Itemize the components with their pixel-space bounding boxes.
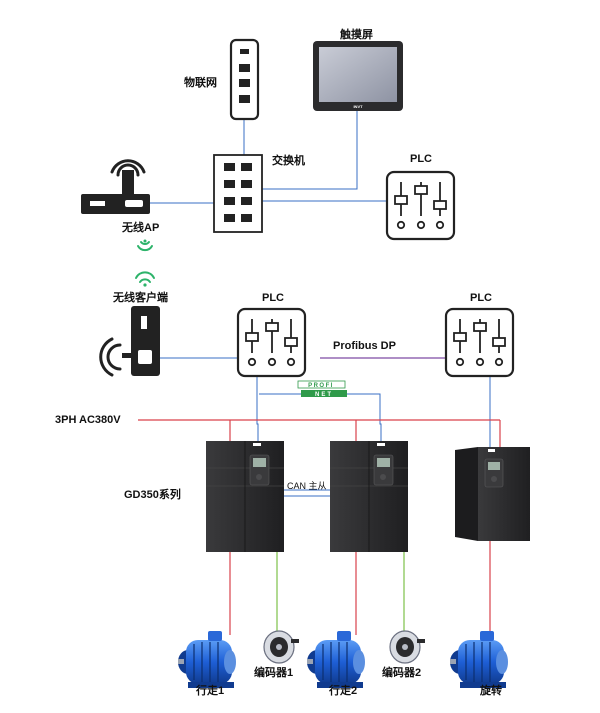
encoder-2 bbox=[389, 630, 425, 664]
wireless-ap-label: 无线AP bbox=[122, 222, 160, 234]
link-plc-drive2 bbox=[259, 393, 382, 441]
svg-text:PROFI: PROFI bbox=[308, 383, 334, 389]
plc-right-label: PLC bbox=[470, 292, 492, 304]
drive-2 bbox=[330, 441, 408, 552]
profinet-logo: PROFI NET bbox=[297, 380, 347, 398]
link-touchscreen-switch bbox=[262, 110, 358, 190]
power-lines bbox=[138, 419, 501, 635]
motor1-label: 行走1 bbox=[196, 685, 225, 697]
encoder2-label: 编码器2 bbox=[382, 667, 422, 679]
plc-left bbox=[236, 307, 307, 378]
touchscreen-label: 触摸屏 bbox=[340, 29, 373, 41]
motor-2 bbox=[307, 631, 365, 688]
drive-3 bbox=[455, 447, 530, 541]
plc-left-label: PLC bbox=[262, 292, 284, 304]
encoder-lines bbox=[276, 552, 405, 632]
motor3-label: 旋转 bbox=[480, 685, 502, 697]
plc-top-label: PLC bbox=[410, 153, 432, 165]
can-bus-lines bbox=[284, 489, 330, 497]
svg-text:NET: NET bbox=[315, 392, 333, 398]
network-switch bbox=[213, 154, 263, 233]
plc-top bbox=[385, 170, 456, 241]
switch-label: 交换机 bbox=[272, 155, 305, 167]
wireless-client bbox=[99, 306, 160, 377]
profibus-label: Profibus DP bbox=[333, 340, 396, 352]
wireless-client-label: 无线客户端 bbox=[113, 292, 168, 304]
wifi-icon bbox=[110, 159, 146, 177]
encoder-1 bbox=[263, 630, 299, 664]
power-label: 3PH AC380V bbox=[55, 414, 121, 426]
wireless-signal-icon bbox=[135, 239, 155, 287]
series-label: GD350系列 bbox=[124, 489, 181, 501]
drive-1 bbox=[206, 441, 284, 552]
touchscreen-brand: INVT bbox=[353, 104, 363, 109]
touchscreen: INVT bbox=[313, 41, 403, 111]
iot-gateway bbox=[229, 38, 260, 121]
motor-1 bbox=[178, 631, 236, 688]
motor2-label: 行走2 bbox=[329, 685, 358, 697]
motor-3 bbox=[450, 631, 508, 688]
iot-label: 物联网 bbox=[184, 77, 217, 89]
plc-right bbox=[444, 307, 515, 378]
wifi-icon bbox=[99, 337, 122, 377]
can-label: CAN 主从 bbox=[287, 481, 327, 491]
encoder1-label: 编码器1 bbox=[254, 667, 294, 679]
link-plc-drive1 bbox=[256, 377, 259, 441]
wireless-ap bbox=[81, 159, 150, 214]
